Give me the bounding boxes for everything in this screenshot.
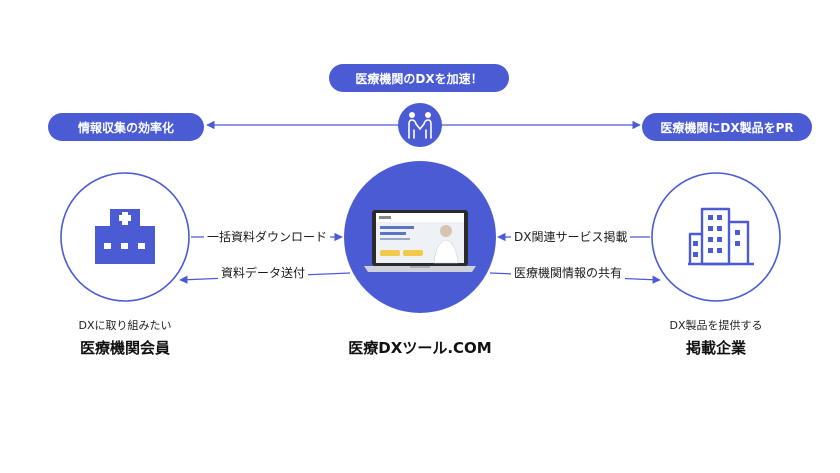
member-benefit-pill: 情報収集の効率化 — [48, 113, 204, 141]
flow-label-data-send: 資料データ送付 — [218, 265, 309, 281]
flow-label-service-listing: DX関連サービス掲載 — [511, 229, 631, 245]
company-caption: DX製品を提供する — [669, 319, 763, 332]
member-title: 医療機関会員 — [79, 339, 170, 357]
laptop-icon — [364, 210, 476, 272]
office-building-icon — [688, 207, 754, 266]
company-title: 掲載企業 — [685, 339, 746, 357]
company-benefit-pill: 医療機関にDX製品をPR — [642, 113, 812, 141]
member-caption: DXに取り組みたい — [78, 319, 172, 332]
hospital-icon — [95, 209, 155, 264]
flow-label-info-sharing: 医療機関情報の共有 — [511, 265, 626, 281]
platform-title: 医療DXツール.COM — [348, 339, 492, 357]
handshake-people-icon — [408, 112, 432, 139]
goal-pill: 医療機関のDXを加速！ — [329, 64, 509, 92]
handshake-circle — [398, 103, 442, 147]
company-circle — [651, 172, 781, 302]
flow-label-bulk-download: 一括資料ダウンロード — [204, 229, 331, 245]
